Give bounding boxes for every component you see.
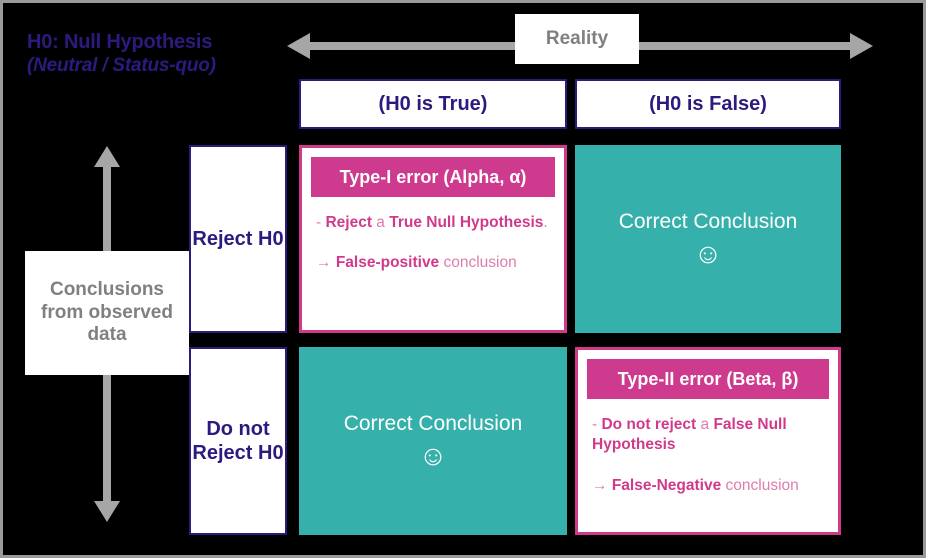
type-1-error-line-1: - Reject a True Null Hypothesis. xyxy=(316,213,550,233)
conclusions-axis-label: Conclusions from observed data xyxy=(25,251,189,375)
type-2-error-line-2: → False-Negative conclusion xyxy=(592,476,824,496)
t2-keyword-object: False Null Hypothesis xyxy=(592,416,787,454)
column-header-h0-true: (H0 is True) xyxy=(299,79,567,129)
row-header-reject-h0: Reject H0 xyxy=(189,145,287,333)
diagram-title-block: H0: Null Hypothesis (Neutral / Status-qu… xyxy=(27,31,287,77)
bullet-dash: - xyxy=(316,214,326,231)
type-1-error-line-2: → False-positive conclusion xyxy=(316,253,550,273)
t1-period: . xyxy=(543,214,548,231)
row-header-do-not-reject-h0: Do not Reject H0 xyxy=(189,347,287,535)
cell-correct-conclusion-power: Correct Conclusion ☺ xyxy=(575,145,841,333)
t1-outcome: False-positive xyxy=(335,254,440,272)
right-arrow-icon: → xyxy=(592,476,612,494)
type-2-error-header: Type-II error (Beta, β) xyxy=(587,359,829,399)
reality-axis-label: Reality xyxy=(515,14,639,64)
correct-conclusion-text: Correct Conclusion xyxy=(618,210,798,233)
cell-type-1-error: Type-I error (Alpha, α) - Reject a True … xyxy=(299,145,567,333)
t2-connector: a xyxy=(696,416,714,433)
arrow-right-head-icon xyxy=(850,33,873,59)
correct-conclusion-content-top-right: Correct Conclusion ☺ xyxy=(575,145,841,333)
t1-keyword-object: True Null Hypothesis xyxy=(389,214,544,231)
type-1-error-body: - Reject a True Null Hypothesis. → False… xyxy=(302,197,564,274)
t1-connector: a xyxy=(372,214,390,231)
arrow-left-head-icon xyxy=(287,33,310,59)
type-2-error-body: - Do not reject a False Null Hypothesis … xyxy=(578,399,838,496)
t2-outcome: False-Negative xyxy=(611,476,722,494)
smiley-face-icon: ☺ xyxy=(693,238,723,269)
cell-type-2-error: Type-II error (Beta, β) - Do not reject … xyxy=(575,347,841,535)
t1-outcome-suffix: conclusion xyxy=(439,254,517,272)
correct-conclusion-content-bottom-left: Correct Conclusion ☺ xyxy=(299,347,567,535)
arrow-down-head-icon xyxy=(94,501,120,522)
type-2-error-line-1: - Do not reject a False Null Hypothesis xyxy=(592,415,824,456)
type-1-error-header: Type-I error (Alpha, α) xyxy=(311,157,555,197)
page-title: H0: Null Hypothesis xyxy=(27,31,213,53)
bullet-dash: - xyxy=(592,416,602,433)
correct-conclusion-text: Correct Conclusion xyxy=(343,412,523,435)
right-arrow-icon: → xyxy=(316,254,336,272)
cell-correct-conclusion-confidence: Correct Conclusion ☺ xyxy=(299,347,567,535)
t1-keyword-action: Reject xyxy=(325,214,372,231)
t2-keyword-action: Do not reject xyxy=(601,416,697,433)
arrow-up-head-icon xyxy=(94,146,120,167)
column-header-h0-false: (H0 is False) xyxy=(575,79,841,129)
t2-outcome-suffix: conclusion xyxy=(721,476,799,494)
page-subtitle: (Neutral / Status-quo) xyxy=(27,55,216,76)
smiley-face-icon: ☺ xyxy=(418,440,448,471)
